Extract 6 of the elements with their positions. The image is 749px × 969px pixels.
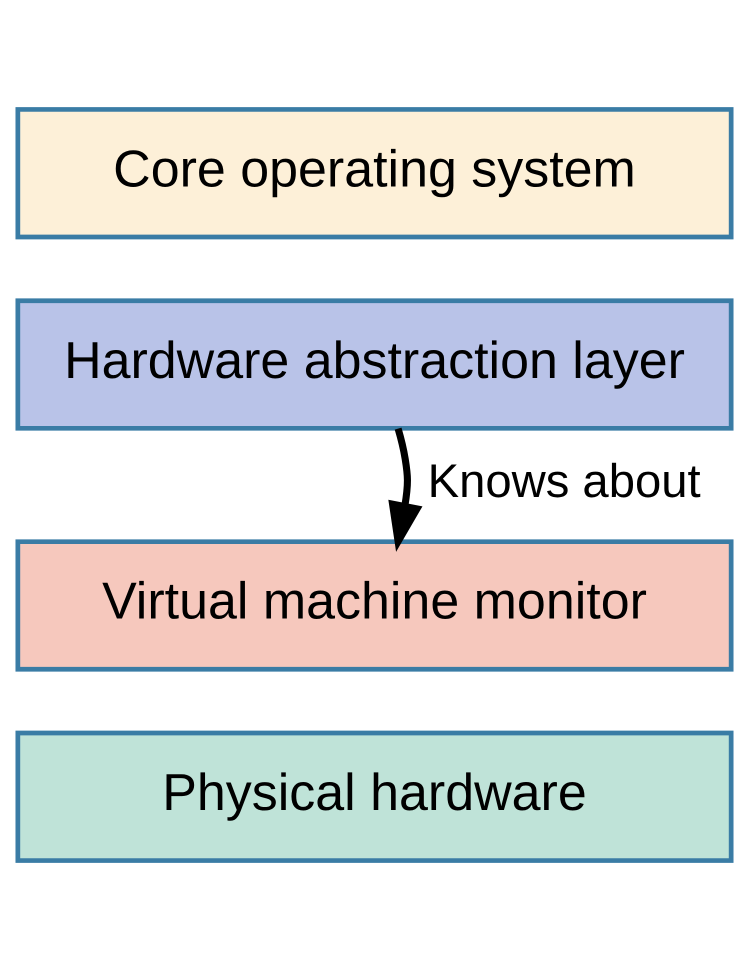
- node-box: Core operating system: [15, 106, 734, 239]
- edge-label: Knows about: [428, 454, 701, 508]
- node-box: Hardware abstraction layer: [15, 298, 734, 430]
- node-box: Virtual machine monitor: [15, 538, 734, 672]
- arrow: [388, 427, 422, 552]
- node-box: Physical hardware: [15, 730, 734, 862]
